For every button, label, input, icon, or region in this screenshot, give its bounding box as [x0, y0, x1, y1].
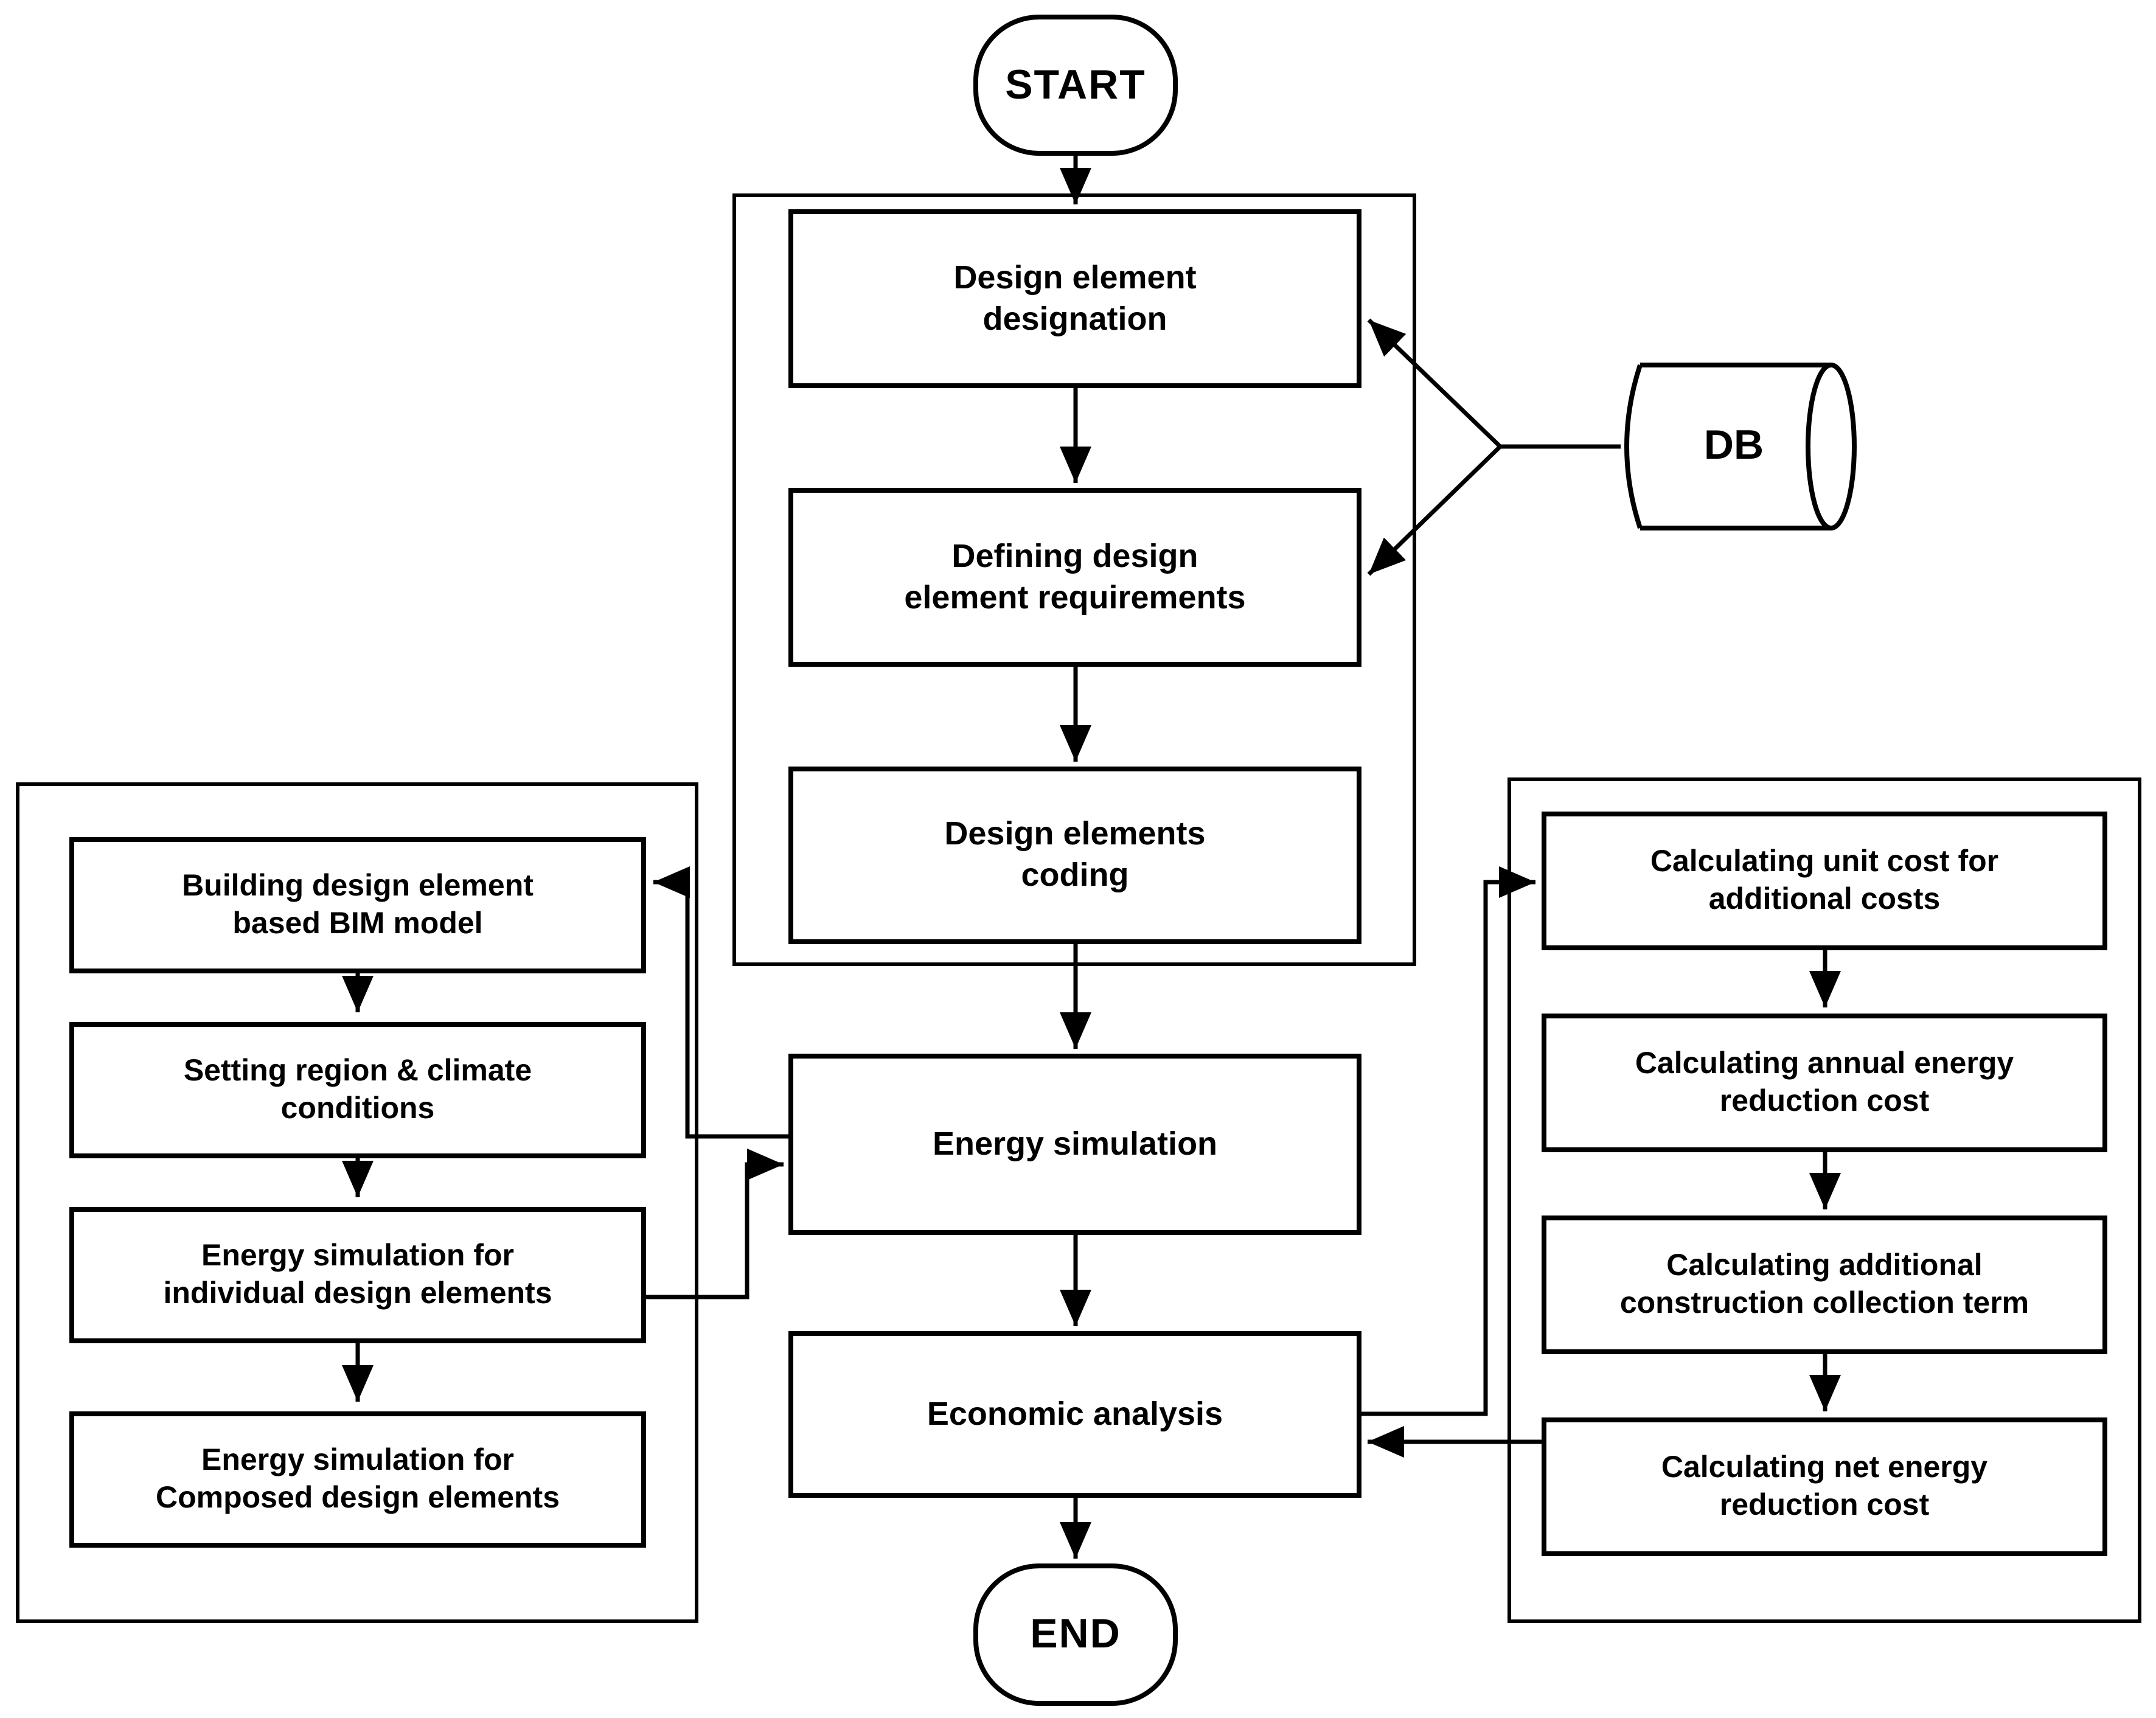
node-design-element-designation: Design element designation	[788, 209, 1361, 388]
node-setting-region-climate-conditions: Setting region & climate conditions	[69, 1022, 646, 1158]
node-db: DB	[1703, 422, 1764, 468]
node-calculating-net-energy-reduction-cost: Calculating net energy reduction cost	[1542, 1417, 2107, 1556]
node-energy-simulation: Energy simulation	[788, 1054, 1361, 1235]
node-design-elements-coding: Design elements coding	[788, 767, 1361, 944]
node-start: START	[973, 15, 1178, 156]
node-calculating-unit-cost-additional-costs: Calculating unit cost for additional cos…	[1542, 812, 2107, 950]
node-energy-simulation-individual-elements: Energy simulation for individual design …	[69, 1207, 646, 1343]
node-calculating-additional-construction-collection-term: Calculating additional construction coll…	[1542, 1215, 2107, 1354]
node-energy-simulation-composed-elements: Energy simulation for Composed design el…	[69, 1411, 646, 1548]
node-defining-design-element-requirements: Defining design element requirements	[788, 488, 1361, 667]
node-building-design-element-based-bim-model: Building design element based BIM model	[69, 837, 646, 973]
node-end: END	[973, 1563, 1178, 1706]
node-economic-analysis: Economic analysis	[788, 1331, 1361, 1498]
node-calculating-annual-energy-reduction-cost: Calculating annual energy reduction cost	[1542, 1014, 2107, 1152]
